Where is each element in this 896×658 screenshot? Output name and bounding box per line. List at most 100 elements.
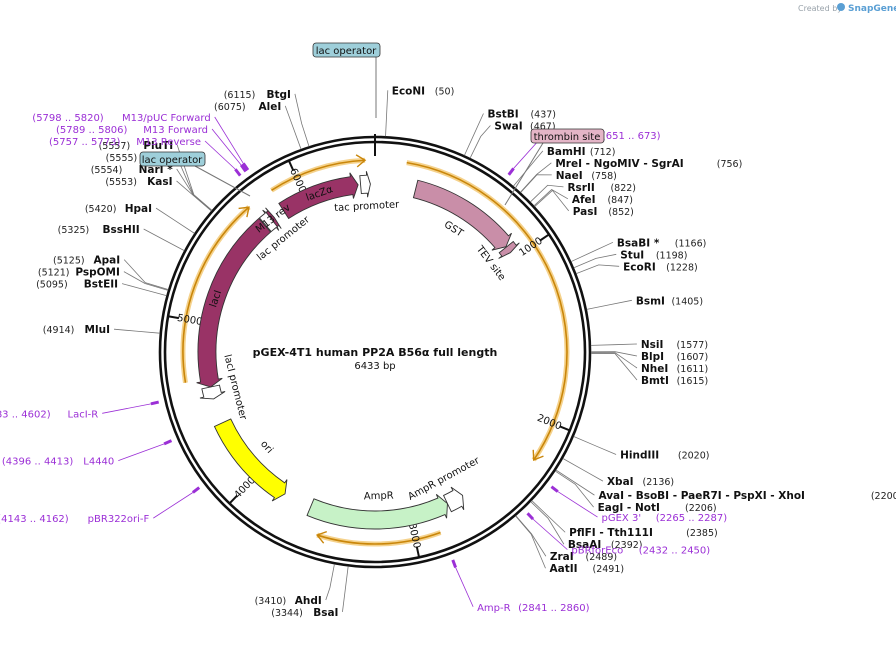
feature-gst[interactable]: GST (412, 179, 512, 251)
site-bsmi[interactable]: BsmI(1405) (586, 295, 703, 310)
site-bstbi[interactable]: BstBI(437) (464, 109, 556, 156)
site-eagi-noti[interactable]: EagI - NotI(2206) (555, 470, 717, 514)
site-name-econi: EcoNI (392, 85, 425, 97)
site-stui[interactable]: StuI(1198) (573, 249, 688, 269)
site-leader-nari (176, 168, 212, 212)
primer-leader-pbrforeco (532, 518, 568, 550)
orange-arc-arrow-1 (315, 530, 328, 544)
site-bamhi[interactable]: BamHI(712) (513, 146, 615, 187)
site-pos-bsaai: (2392) (611, 540, 643, 551)
tick-2000 (559, 425, 571, 432)
feature-ori-shape[interactable] (213, 418, 288, 502)
site-name-nari: NarI * (139, 164, 174, 176)
orange-arcs-layer (180, 154, 570, 547)
site-name-pspomi: PspOMI (75, 267, 120, 279)
feature-ori-label: ori (258, 439, 275, 456)
site-bsabi[interactable]: BsaBI *(1166) (570, 237, 706, 262)
site-rsrii[interactable]: RsrII(822) (530, 182, 636, 203)
site-naei[interactable]: NaeI(758) (520, 170, 617, 193)
thrombin-site-box[interactable] (530, 128, 605, 144)
feature-lacz-shape[interactable] (278, 172, 359, 220)
site-zrai[interactable]: ZraI(2489) (515, 515, 617, 564)
feature-tac-promoter[interactable]: tac promoter (334, 171, 401, 214)
site-name-bamhi: BamHI (547, 146, 586, 158)
site-xbai[interactable]: XbaI(2136) (562, 458, 674, 488)
site-name-bsmi: BsmI (636, 295, 665, 307)
site-blpi[interactable]: BlpI(1607) (590, 351, 708, 363)
site-pflfi-tth111i[interactable]: PflFI - Tth111I(2385) (531, 500, 718, 540)
site-pos-mrei-ngomiv-sgrai: (756) (717, 159, 743, 170)
primer-leader-pbr322ori-f (153, 492, 194, 519)
feature-gst-label: GST (442, 219, 466, 240)
feature-ampr-shape[interactable] (306, 494, 448, 530)
site-pos-apai: (5125) (53, 256, 85, 267)
site-btgi[interactable]: BtgI(6115) (224, 89, 310, 147)
site-ahdi[interactable]: AhdI(3410) (255, 564, 335, 607)
site-name-hpai: HpaI (125, 203, 152, 215)
site-hpai[interactable]: HpaI(5420) (85, 203, 195, 234)
site-ecori[interactable]: EcoRI(1228) (576, 261, 698, 274)
site-pos-kasi: (5553) (105, 177, 137, 188)
feature-ampr[interactable]: AmpR (306, 491, 448, 530)
site-name-bstbi: BstBI (487, 109, 518, 121)
site-pasi[interactable]: PasI(852) (534, 189, 634, 218)
feature-laci-promoter-shape[interactable] (199, 384, 226, 400)
site-mlui[interactable]: MluI(4914) (43, 324, 160, 336)
site-hindiii[interactable]: HindIII(2020) (573, 436, 710, 462)
orange-arc-1 (316, 531, 441, 545)
site-swai[interactable]: SwaI(467) (469, 121, 556, 159)
site-name-swai: SwaI (494, 121, 522, 133)
site-pos-hindiii: (2020) (678, 451, 710, 462)
site-leader-sfoi (176, 156, 212, 211)
feature-ampr-promoter-shape[interactable] (442, 486, 465, 513)
feature-laci-shape[interactable] (196, 217, 272, 388)
feature-tac-promoter-shape[interactable] (359, 171, 371, 198)
primer-name-laci-r: LacI-R (68, 409, 99, 420)
feature-gst-shape[interactable] (412, 179, 512, 251)
site-bsaai[interactable]: BsaAI(2392) (530, 501, 643, 552)
site-leader-aatii (515, 515, 546, 569)
site-bsai[interactable]: BsaI(3344) (271, 566, 349, 619)
primer-mark-m13-puc-forward[interactable] (242, 162, 250, 171)
site-apai[interactable]: ApaI(5125) (53, 255, 169, 290)
site-bsshii[interactable]: BssHII(5325) (58, 224, 185, 251)
primer-mark-l4440[interactable] (163, 439, 173, 446)
feature-ampr-label: AmpR (364, 491, 394, 503)
primer-mark-m13-forward[interactable] (239, 164, 248, 173)
orange-arc-arrow-0 (532, 449, 544, 462)
primer-mark-laci-r[interactable] (150, 400, 160, 406)
site-leader-zrai (515, 515, 547, 557)
feature-m13-rev-shape[interactable] (265, 207, 282, 229)
feature-tev-site-shape[interactable] (498, 240, 520, 259)
primer-mark-pbr322ori-f[interactable] (191, 486, 201, 494)
primer-mark-pgex-3[interactable] (550, 485, 559, 493)
site-aatii[interactable]: AatII(2491) (515, 515, 625, 575)
primer-mark-pgex-5[interactable] (507, 167, 515, 176)
primer-mark-pbrforeco[interactable] (526, 512, 535, 521)
site-pspomi[interactable]: PspOMI(5121) (38, 267, 169, 291)
primer-mark-amp-r[interactable] (451, 559, 457, 568)
site-avai-bsobi-paer7i-pspxi-xhoi[interactable]: AvaI - BsoBI - PaeR7I - PspXI - XhoI(220… (555, 469, 896, 502)
site-afei[interactable]: AfeI(847) (533, 189, 633, 207)
site-bsteii[interactable]: BstEII(5095) (36, 279, 167, 297)
primer-name-m13-forward: M13 Forward (143, 125, 208, 136)
primer-name-pbrforeco: pBRforEco (571, 546, 623, 557)
site-pos-naei: (758) (591, 171, 617, 182)
site-pos-sfoi: (5555) (106, 153, 138, 164)
primer-mark-m13-reverse[interactable] (234, 168, 242, 177)
lac-operator-box-top[interactable] (312, 42, 381, 58)
feature-lacz[interactable]: lacZα (278, 172, 359, 220)
site-nsii[interactable]: NsiI(1577) (590, 339, 708, 351)
site-alei[interactable]: AleI(6075) (214, 101, 302, 150)
site-pos-stui: (1198) (656, 250, 688, 261)
site-kasi[interactable]: KasI(5553) (105, 176, 212, 212)
site-name-bsteii: BstEII (84, 279, 118, 291)
site-pos-pflfi-tth111i: (2385) (686, 528, 718, 539)
lac-operator-box-side[interactable] (139, 151, 206, 167)
site-bmti[interactable]: BmtI(1615) (590, 353, 708, 387)
site-econi[interactable]: EcoNI(50) (385, 85, 455, 137)
feature-laci[interactable]: lacI (196, 217, 272, 388)
site-mrei-ngomiv-sgrai[interactable]: MreI - NgoMIV - SgrAI(756) (520, 158, 743, 193)
site-nhei[interactable]: NheI(1611) (590, 352, 708, 375)
site-leader-econi (385, 90, 389, 137)
